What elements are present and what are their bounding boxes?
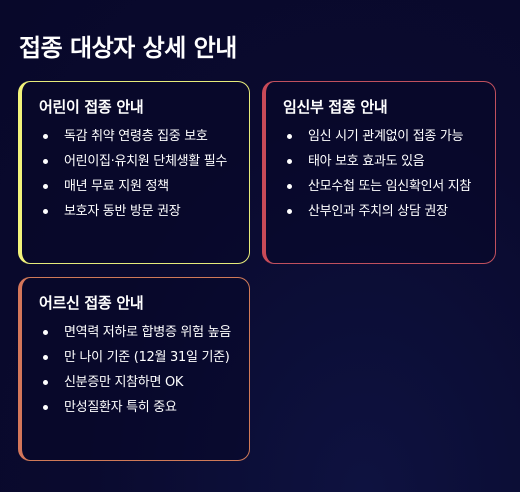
list-item: 어린이집·유치원 단체생활 필수 xyxy=(39,151,237,172)
seniors-info-list: 면역력 저하로 합병증 위험 높음 만 나이 기준 (12월 31일 기준) 신… xyxy=(39,322,237,418)
children-vaccination-card: 어린이 접종 안내 독감 취약 연령층 집중 보호 어린이집·유치원 단체생활 … xyxy=(18,81,250,264)
list-item: 보호자 동반 방문 권장 xyxy=(39,201,237,222)
list-item: 만 나이 기준 (12월 31일 기준) xyxy=(39,347,237,368)
children-info-list: 독감 취약 연령층 집중 보호 어린이집·유치원 단체생활 필수 매년 무료 지… xyxy=(39,126,237,222)
list-item: 독감 취약 연령층 집중 보호 xyxy=(39,126,237,147)
list-item: 산모수첩 또는 임신확인서 지참 xyxy=(283,176,483,197)
seniors-card-title: 어르신 접종 안내 xyxy=(39,294,144,312)
page-title: 접종 대상자 상세 안내 xyxy=(19,34,237,62)
seniors-vaccination-card: 어르신 접종 안내 면역력 저하로 합병증 위험 높음 만 나이 기준 (12월… xyxy=(18,277,250,461)
pregnant-card-title: 임신부 접종 안내 xyxy=(283,98,388,116)
list-item: 면역력 저하로 합병증 위험 높음 xyxy=(39,322,237,343)
list-item: 임신 시기 관계없이 접종 가능 xyxy=(283,126,483,147)
list-item: 매년 무료 지원 정책 xyxy=(39,176,237,197)
list-item: 태아 보호 효과도 있음 xyxy=(283,151,483,172)
pregnant-info-list: 임신 시기 관계없이 접종 가능 태아 보호 효과도 있음 산모수첩 또는 임신… xyxy=(283,126,483,222)
list-item: 만성질환자 특히 중요 xyxy=(39,397,237,418)
pregnant-vaccination-card: 임신부 접종 안내 임신 시기 관계없이 접종 가능 태아 보호 효과도 있음 … xyxy=(262,81,496,264)
list-item: 신분증만 지참하면 OK xyxy=(39,372,237,393)
list-item: 산부인과 주치의 상담 권장 xyxy=(283,201,483,222)
children-card-title: 어린이 접종 안내 xyxy=(39,98,144,116)
